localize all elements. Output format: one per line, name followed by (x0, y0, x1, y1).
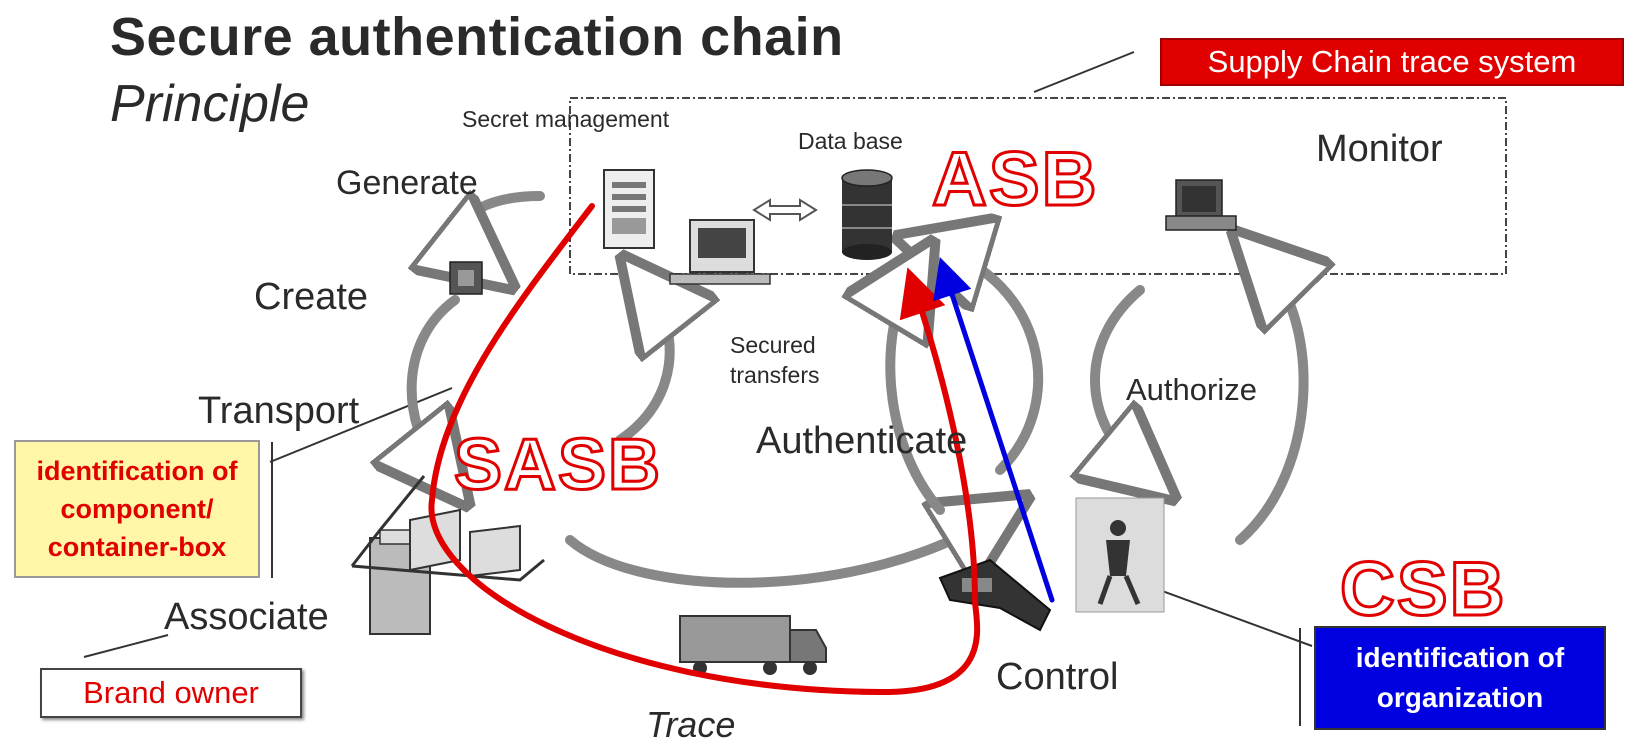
label-secret-management: Secret management (462, 106, 670, 132)
acronym-csb: CSB (1338, 546, 1507, 634)
label-transfers: transfers (730, 362, 820, 388)
code-chip-icon (449, 261, 483, 295)
label-control: Control (996, 656, 1119, 698)
diagram-subtitle: Principle (110, 75, 310, 133)
label-associate: Associate (164, 596, 329, 638)
leader-brand-owner (83, 634, 169, 658)
system-boundary (569, 97, 1507, 275)
identification-component-box: identification of component/ container-b… (14, 440, 260, 578)
label-monitor: Monitor (1316, 128, 1443, 170)
server-icon (603, 169, 771, 285)
label-generate: Generate (336, 164, 478, 202)
label-authorize: Authorize (1126, 372, 1257, 407)
label-authenticate: Authenticate (756, 420, 968, 462)
blue-auth-path (933, 256, 1055, 603)
bidirectional-arrow (752, 198, 818, 222)
brand-owner-box: Brand owner (40, 668, 302, 718)
acronym-sasb: SASB (452, 424, 663, 507)
label-secured: Secured (730, 332, 816, 358)
red-auth-path (428, 203, 981, 696)
diagram-title: Secure authentication chain (110, 7, 844, 67)
label-create: Create (254, 276, 369, 318)
truck-icon (679, 615, 827, 675)
identification-organization-box: identification of organization (1314, 626, 1606, 730)
handheld-scanner-icon (938, 558, 1052, 632)
person-photo (1075, 497, 1165, 613)
database-icon (841, 169, 893, 260)
label-transport: Transport (198, 390, 360, 432)
acronym-asb: ASB (930, 136, 1099, 224)
monitor-computer-icon (1165, 179, 1237, 231)
label-data-base: Data base (798, 128, 903, 154)
leader-supply-chain (1033, 51, 1135, 93)
supply-chain-box: Supply Chain trace system (1160, 38, 1624, 86)
label-trace: Trace (646, 704, 736, 745)
